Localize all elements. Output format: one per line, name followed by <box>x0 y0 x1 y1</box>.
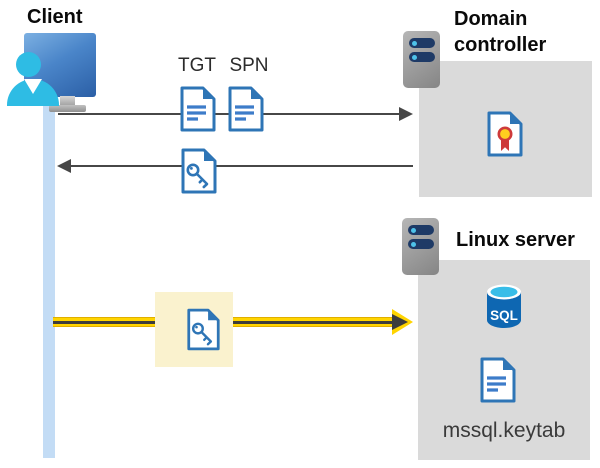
server-led-icon <box>411 227 416 233</box>
key-document-icon <box>181 148 217 194</box>
domain-controller-title: Domain controller <box>454 8 547 56</box>
linux-server-title: Linux server <box>456 229 575 251</box>
tgt-document-icon <box>180 86 216 132</box>
server-drive-bar-icon <box>409 38 435 48</box>
tgt-label: TGT <box>178 55 216 76</box>
monitor-stand-icon <box>60 96 75 107</box>
ticket-request-arrowhead-icon <box>399 107 413 121</box>
client-lifeline <box>43 88 55 458</box>
spn-document-icon <box>228 86 264 132</box>
keytab-label: mssql.keytab <box>442 419 566 442</box>
linux-server-icon <box>402 218 439 275</box>
client-person-icon <box>16 52 41 77</box>
keytab-document-icon <box>480 357 516 403</box>
ticket-response-arrowhead-icon <box>57 159 71 173</box>
client-title: Client <box>27 6 83 28</box>
server-led-icon <box>412 40 417 46</box>
sql-badge-text: SQL <box>490 308 518 323</box>
monitor-stand-base-icon <box>49 105 86 112</box>
server-drive-bar-icon <box>408 239 434 249</box>
ticket-response-arrow-line <box>70 165 413 167</box>
domain-controller-server-icon <box>403 31 440 88</box>
server-drive-bar-icon <box>409 52 435 62</box>
sql-database-icon: SQL <box>487 284 521 328</box>
server-drive-bar-icon <box>408 225 434 235</box>
server-led-icon <box>412 54 417 60</box>
spn-label: SPN <box>229 55 269 76</box>
auth-arrowhead-icon <box>392 314 408 330</box>
server-led-icon <box>411 241 416 247</box>
certificate-icon <box>487 111 523 157</box>
client-person-collar-icon <box>24 79 42 94</box>
key-document-highlighted-icon <box>187 308 220 351</box>
